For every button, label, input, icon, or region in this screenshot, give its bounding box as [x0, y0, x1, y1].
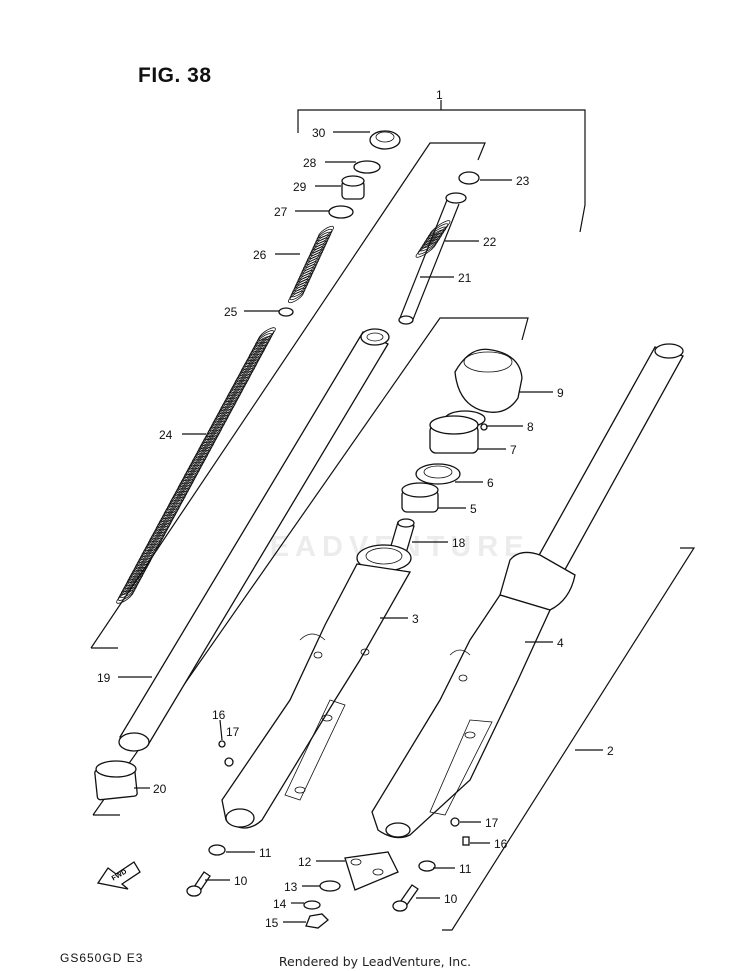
slide-bushing-20 [94, 760, 138, 801]
left-outer-tube-3 [221, 544, 412, 829]
guide-bushing-5 [401, 482, 439, 513]
air-screw-16a [218, 740, 226, 748]
callout-19: 19 [97, 671, 111, 685]
callout-6: 6 [487, 476, 494, 490]
callout-16b: 16 [494, 837, 508, 851]
callout-17b: 17 [485, 816, 499, 830]
callout-7: 7 [510, 443, 517, 457]
callout-4: 4 [557, 636, 564, 650]
callout-16a: 16 [212, 708, 226, 722]
o-ring-28 [353, 160, 381, 174]
dust-seal-9 [454, 348, 523, 413]
figure-title: FIG. 38 [138, 64, 212, 87]
gasket-17b [450, 817, 460, 827]
model-code: GS650GD E3 [60, 951, 144, 965]
piston-ring-22 [415, 220, 451, 258]
callout-13: 13 [284, 880, 298, 894]
callout-2: 2 [607, 744, 614, 758]
right-fork-leg-4 [371, 343, 684, 839]
callout-20: 20 [153, 782, 167, 796]
air-screw-16b [462, 836, 470, 846]
callout-30: 30 [312, 126, 326, 140]
leader-lines [118, 131, 603, 923]
cap-bolt-30 [369, 130, 401, 150]
callout-12: 12 [298, 855, 312, 869]
spring-washer-14 [303, 900, 321, 910]
callout-23: 23 [516, 174, 530, 188]
washer-11a [208, 844, 226, 856]
spacer-29 [341, 175, 365, 200]
washer-11b [418, 860, 436, 872]
callout-10a: 10 [234, 874, 248, 888]
callout-15: 15 [265, 916, 279, 930]
callout-8: 8 [527, 420, 534, 434]
fork-spring-24 [116, 327, 276, 604]
callout-18: 18 [452, 536, 466, 550]
bracket-inner-tube [90, 142, 486, 649]
footer-credit: Rendered by LeadVenture, Inc. [278, 954, 472, 969]
washer-13 [319, 880, 341, 892]
callout-11b: 11 [459, 862, 472, 876]
short-spring-26 [288, 225, 334, 304]
callout-10b: 10 [444, 892, 458, 906]
callout-5: 5 [470, 502, 477, 516]
callout-28: 28 [303, 156, 317, 170]
callout-3: 3 [412, 612, 419, 626]
inner-tube-19 [118, 328, 390, 752]
callout-1: 1 [436, 88, 443, 102]
washer-27 [328, 205, 354, 219]
damper-rod-21 [398, 192, 467, 325]
bracket-left-outer [92, 317, 529, 816]
callout-27: 27 [274, 205, 288, 219]
gasket-17a [224, 757, 234, 767]
callout-11a: 11 [259, 846, 272, 860]
seat-25 [278, 307, 294, 317]
callout-17a: 17 [226, 725, 240, 739]
callout-9: 9 [557, 386, 564, 400]
bracket-assembly-2 [442, 547, 696, 931]
nut-15 [305, 913, 329, 929]
ring-23 [458, 171, 480, 185]
bolt-10a [186, 871, 211, 897]
bracket-assembly-1 [297, 100, 586, 233]
callout-26: 26 [253, 248, 267, 262]
callout-22: 22 [483, 235, 497, 249]
callout-29: 29 [293, 180, 307, 194]
callout-21: 21 [458, 271, 472, 285]
callout-24: 24 [159, 428, 173, 442]
seal-retainer-6 [415, 463, 461, 485]
callout-25: 25 [224, 305, 238, 319]
bolt-10b [392, 884, 419, 912]
axle-holder-12 [344, 851, 399, 891]
oil-seal-7 [429, 415, 479, 454]
callout-14: 14 [273, 897, 287, 911]
fwd-arrow-icon: FWD [96, 861, 141, 890]
